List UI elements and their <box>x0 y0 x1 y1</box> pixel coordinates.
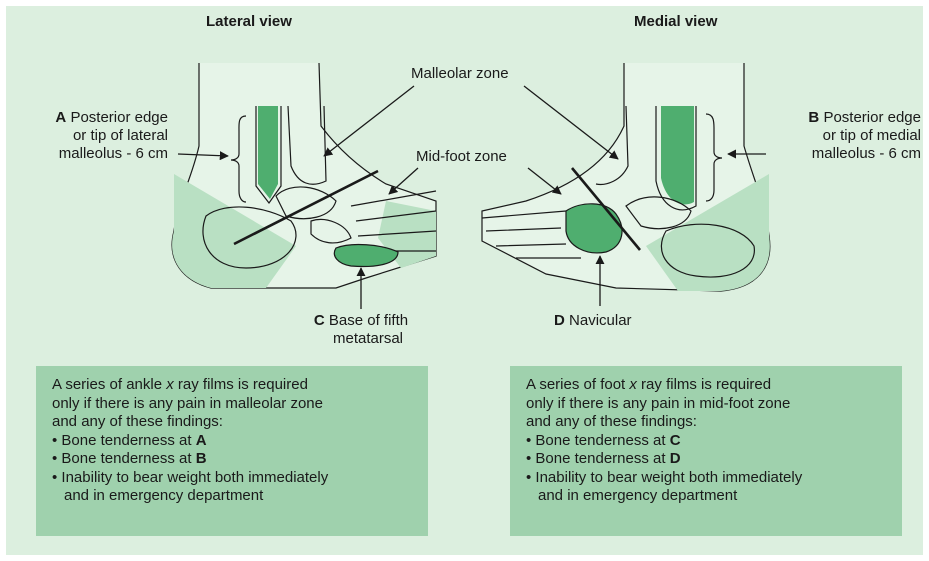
ankle-bullet-2-key: B <box>196 450 207 467</box>
malleolar-zone-label: Malleolar zone <box>411 65 509 83</box>
label-d-line1: Navicular <box>569 312 632 329</box>
medial-view-title: Medial view <box>634 13 717 31</box>
label-a: A Posterior edge or tip of lateral malle… <box>8 109 168 163</box>
label-c-letter: C <box>314 312 325 329</box>
foot-box-intro: A series of foot x ray films is required <box>526 376 888 395</box>
foot-intro-x: x <box>629 376 637 393</box>
foot-bullet-3-cont: and in emergency department <box>526 487 888 506</box>
label-a-letter: A <box>55 109 66 126</box>
label-b-line1: Posterior edge <box>823 109 921 126</box>
label-a-line1: Posterior edge <box>70 109 168 126</box>
lateral-zone-c <box>334 245 398 267</box>
ankle-intro-x: x <box>166 376 174 393</box>
ankle-xray-box: A series of ankle x ray films is require… <box>36 366 428 536</box>
label-c-line2: metatarsal <box>296 330 426 348</box>
ankle-bullet-1-text: Bone tenderness at <box>61 432 195 449</box>
foot-xray-box: A series of foot x ray films is required… <box>510 366 902 536</box>
label-c-line1: Base of fifth <box>329 312 408 329</box>
ankle-bullet-1-key: A <box>196 432 207 449</box>
ankle-intro-post: ray films is required <box>174 376 308 393</box>
ankle-bullet-1: Bone tenderness at A <box>52 432 414 451</box>
label-a-line3: malleolus - 6 cm <box>8 145 168 163</box>
arrow-malleolar-medial <box>524 86 618 159</box>
label-c: C Base of fifth metatarsal <box>296 312 426 348</box>
lateral-view-title: Lateral view <box>206 13 292 31</box>
ankle-bullet-3: Inability to bear weight both immediatel… <box>52 469 414 488</box>
arrow-midfoot-medial <box>528 168 561 194</box>
ankle-bullet-3-cont: and in emergency department <box>52 487 414 506</box>
arrow-malleolar-lateral <box>324 86 414 156</box>
foot-intro-pre: A series of foot <box>526 376 629 393</box>
ankle-box-line3: and any of these findings: <box>52 413 414 432</box>
lateral-foot-drawing <box>172 63 436 288</box>
ankle-bullet-2: Bone tenderness at B <box>52 450 414 469</box>
foot-bullet-2-key: D <box>670 450 681 467</box>
medial-zone-b <box>661 106 694 204</box>
ankle-bullet-2-text: Bone tenderness at <box>61 450 195 467</box>
ankle-box-intro: A series of ankle x ray films is require… <box>52 376 414 395</box>
foot-bullet-3: Inability to bear weight both immediatel… <box>526 469 888 488</box>
ankle-intro-pre: A series of ankle <box>52 376 166 393</box>
label-b-letter: B <box>808 109 819 126</box>
medial-foot-drawing <box>482 63 770 291</box>
label-a-line2: or tip of lateral <box>8 127 168 145</box>
foot-bullet-1: Bone tenderness at C <box>526 432 888 451</box>
label-b-line3: malleolus - 6 cm <box>771 145 921 163</box>
label-b-line2: or tip of medial <box>771 127 921 145</box>
foot-bullet-1-key: C <box>670 432 681 449</box>
foot-bullet-2: Bone tenderness at D <box>526 450 888 469</box>
foot-box-line2: only if there is any pain in mid-foot zo… <box>526 395 888 414</box>
label-d-letter: D <box>554 312 565 329</box>
foot-intro-post: ray films is required <box>637 376 771 393</box>
foot-box-line3: and any of these findings: <box>526 413 888 432</box>
label-b: B Posterior edge or tip of medial malleo… <box>771 109 921 163</box>
label-d: D Navicular <box>554 312 632 330</box>
midfoot-zone-label: Mid-foot zone <box>416 148 507 166</box>
medial-zone-d <box>566 204 622 253</box>
ankle-box-line2: only if there is any pain in malleolar z… <box>52 395 414 414</box>
foot-bullet-2-text: Bone tenderness at <box>535 450 669 467</box>
lateral-zone-a <box>258 106 278 199</box>
ottawa-ankle-rules-figure: Lateral view Medial view Malleolar zone … <box>6 6 923 555</box>
foot-bullet-1-text: Bone tenderness at <box>535 432 669 449</box>
